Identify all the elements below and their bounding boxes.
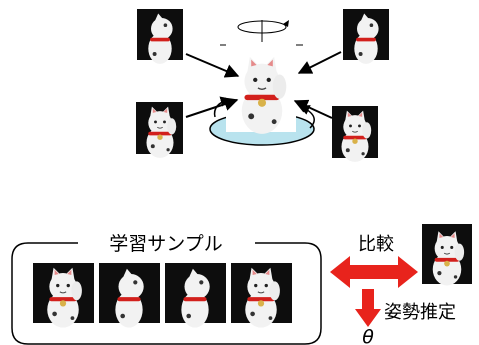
sample-thumb-2 bbox=[99, 263, 160, 328]
sample-thumb-1 bbox=[33, 263, 94, 329]
sample-thumb-4 bbox=[231, 263, 292, 329]
view-top-right bbox=[343, 9, 389, 64]
view-bottom-left bbox=[136, 102, 183, 159]
compare-double-arrow bbox=[330, 256, 418, 288]
view-bottom-right bbox=[332, 106, 378, 163]
sample-thumb-3 bbox=[165, 263, 226, 328]
query-figurine bbox=[422, 224, 472, 286]
samples-group-frame bbox=[11, 242, 322, 345]
view-top-left bbox=[137, 9, 183, 64]
compare-label: 比較 bbox=[358, 234, 394, 255]
center-figurine bbox=[226, 42, 296, 135]
pose-label: 姿勢推定 bbox=[384, 302, 456, 323]
theta-symbol: θ bbox=[362, 326, 374, 345]
view-arrows bbox=[185, 51, 342, 119]
pose-arrow bbox=[355, 289, 381, 327]
samples-label: 学習サンプル bbox=[109, 233, 222, 255]
